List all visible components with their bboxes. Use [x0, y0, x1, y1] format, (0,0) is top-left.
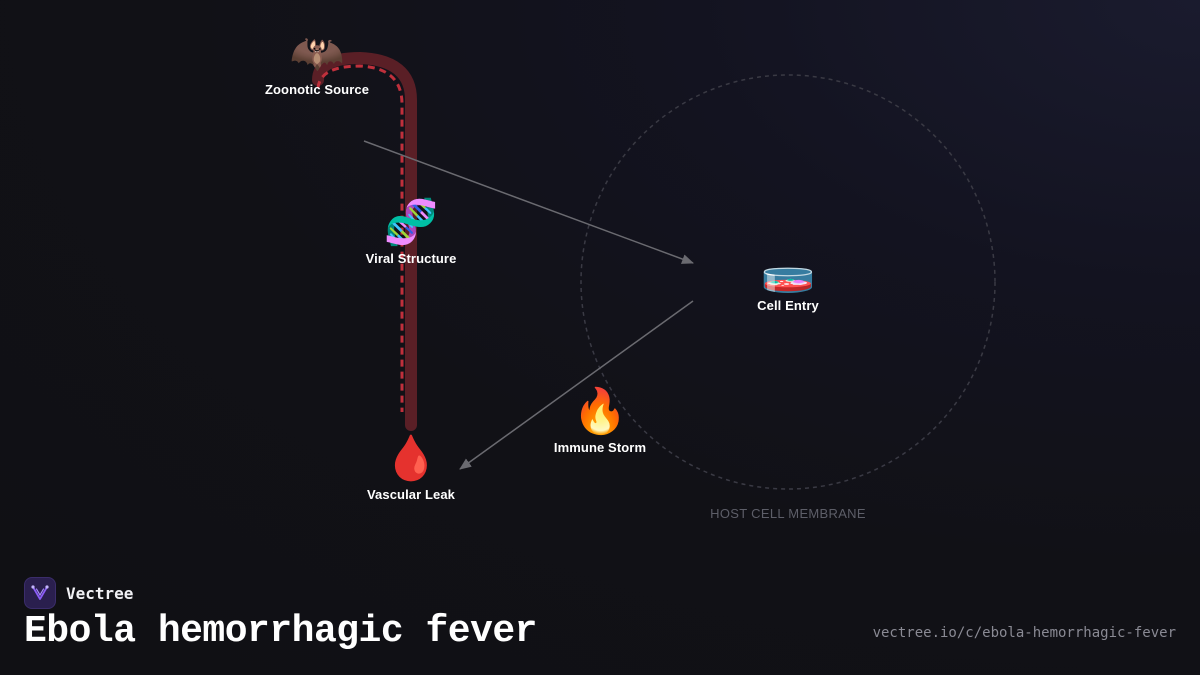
- membrane-label: HOST CELL MEMBRANE: [710, 506, 866, 521]
- node-label: Cell Entry: [757, 298, 819, 313]
- edge-zoonotic-to-cell-entry: [363, 140, 694, 264]
- dna-icon: 🧬: [383, 197, 439, 248]
- blood-drop-icon: 🩸: [383, 433, 439, 484]
- page-title: Ebola hemorrhagic fever: [24, 610, 538, 653]
- node-viral-structure[interactable]: 🧬 Viral Structure: [366, 197, 457, 266]
- node-label: Zoonotic Source: [264, 82, 370, 97]
- petri-dish-icon: 🧫: [760, 244, 816, 295]
- fire-icon: 🔥: [572, 386, 628, 437]
- node-label: Vascular Leak: [366, 487, 456, 502]
- node-immune-storm[interactable]: 🔥 Immune Storm: [554, 386, 646, 455]
- bat-icon: 🦇: [289, 28, 345, 79]
- vascular-flow-dash: [316, 64, 404, 412]
- node-label: Viral Structure: [365, 251, 457, 266]
- edge-cell-entry-to-vascular-leak: [459, 300, 694, 470]
- page-url[interactable]: vectree.io/c/ebola-hemorrhagic-fever: [872, 625, 1176, 641]
- brand[interactable]: Vectree: [24, 577, 133, 609]
- node-cell-entry[interactable]: 🧫 Cell Entry: [757, 244, 819, 313]
- node-zoonotic-source[interactable]: 🦇 Zoonotic Source: [265, 28, 369, 97]
- vectree-logo-icon: [24, 577, 56, 609]
- vascular-pipe: [312, 51, 417, 431]
- host-cell-membrane: [580, 74, 996, 490]
- brand-name: Vectree: [66, 583, 134, 603]
- node-vascular-leak[interactable]: 🩸 Vascular Leak: [367, 433, 455, 502]
- node-label: Immune Storm: [553, 440, 647, 455]
